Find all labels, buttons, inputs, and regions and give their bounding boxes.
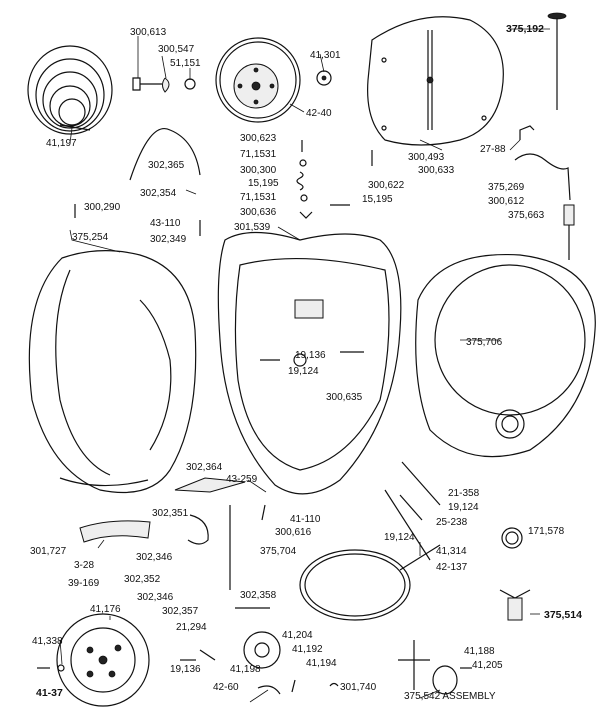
right-rods-parts xyxy=(384,461,441,561)
label-300-633: 300,633 xyxy=(418,165,455,176)
label-41-188: 41,188 xyxy=(464,646,495,657)
label-19-136-a: 19,136 xyxy=(295,350,326,361)
label-41-205: 41,205 xyxy=(472,660,503,671)
label-39-169: 39-169 xyxy=(68,578,100,589)
label-41-338: 41,338 xyxy=(32,636,63,647)
label-300-493: 300,493 xyxy=(408,152,445,163)
label-302-358: 302,358 xyxy=(240,590,277,601)
label-302-349: 302,349 xyxy=(150,234,187,245)
star-nut-part xyxy=(316,70,332,86)
center-frame-part xyxy=(217,231,402,495)
right-cover-part xyxy=(415,253,596,458)
label-375-192: 375,192 xyxy=(506,23,544,35)
lower-small-parts xyxy=(79,477,523,609)
label-19-136-b: 19,136 xyxy=(170,664,201,675)
small-screws-left xyxy=(74,150,373,236)
label-302-351: 302,351 xyxy=(152,508,189,519)
label-71-1531-a: 71,1531 xyxy=(240,149,277,160)
label-42-137: 42-137 xyxy=(436,562,468,573)
label-302-357: 302,357 xyxy=(162,606,199,617)
cable-coil-part xyxy=(299,544,441,621)
bottom-fasteners xyxy=(37,649,472,693)
cam-plate-part xyxy=(243,631,281,695)
label-15-195-a: 15,195 xyxy=(248,178,279,189)
pin-stack-parts xyxy=(296,140,313,219)
label-375-706: 375,706 xyxy=(466,337,503,348)
left-shell-part xyxy=(28,250,197,494)
label-21-294: 21,294 xyxy=(176,622,207,633)
label-300-636: 300,636 xyxy=(240,207,277,218)
label-25-238: 25-238 xyxy=(436,517,468,528)
tubing-part xyxy=(514,153,571,201)
label-15-195-b: 15,195 xyxy=(362,194,393,205)
label-300-623: 300,623 xyxy=(240,133,277,144)
label-171-578: 171,578 xyxy=(528,526,565,537)
label-300-616: 300,616 xyxy=(275,527,312,538)
label-41-176: 41,176 xyxy=(90,604,121,615)
label-41-194: 41,194 xyxy=(306,658,337,669)
label-375-269: 375,269 xyxy=(488,182,525,193)
label-21-358: 21-358 xyxy=(448,488,480,499)
label-300-290: 300,290 xyxy=(84,202,121,213)
label-302-346-a: 302,346 xyxy=(136,552,173,563)
label-302-352: 302,352 xyxy=(124,574,161,585)
label-41-37: 41-37 xyxy=(36,687,63,699)
key-assembly-part xyxy=(398,640,458,695)
label-301-539: 301,539 xyxy=(234,222,271,233)
label-375-704: 375,704 xyxy=(260,546,297,557)
label-300-622: 300,622 xyxy=(368,180,405,191)
label-300-547: 300,547 xyxy=(158,44,195,55)
label-302-364: 302,364 xyxy=(186,462,223,473)
label-375-514: 375,514 xyxy=(544,609,582,621)
label-375-663: 375,663 xyxy=(508,210,545,221)
label-71-1531-b: 71,1531 xyxy=(240,192,277,203)
label-41-314: 41,314 xyxy=(436,546,467,557)
elbow-fitting-part xyxy=(519,125,535,140)
label-3-28: 3-28 xyxy=(74,560,94,571)
label-43-110: 43-110 xyxy=(150,218,181,229)
label-41-192: 41,192 xyxy=(292,644,323,655)
label-375-542-assembly: 375,542 ASSEMBLY xyxy=(404,691,496,702)
cylinder-part xyxy=(563,204,575,260)
label-300-635: 300,635 xyxy=(326,392,363,403)
leader-lines xyxy=(59,28,550,703)
label-19-124-a: 19,124 xyxy=(288,366,319,377)
label-301-740: 301,740 xyxy=(340,682,377,693)
label-300-613: 300,613 xyxy=(130,27,167,38)
label-42-40: 42-40 xyxy=(306,108,332,119)
label-375-254: 375,254 xyxy=(72,232,109,243)
bottom-disc-part xyxy=(56,613,150,707)
label-300-300: 300,300 xyxy=(240,165,277,176)
top-cover-plate xyxy=(367,16,504,146)
bent-wire-part xyxy=(129,128,201,181)
label-41-110: 41-110 xyxy=(290,514,321,525)
label-43-259: 43-259 xyxy=(226,474,258,485)
label-51-151: 51,151 xyxy=(170,58,201,69)
label-41-198: 41,198 xyxy=(230,664,261,675)
label-27-88: 27-88 xyxy=(480,144,506,155)
label-301-727: 301,727 xyxy=(30,546,67,557)
knob-rod-part xyxy=(547,12,567,110)
sprayer-part xyxy=(499,589,531,621)
cone-part xyxy=(27,45,113,135)
screw-cap-parts xyxy=(132,77,196,93)
callout-labels: 300,613 300,547 51,151 41,301 375,192 41… xyxy=(30,23,582,702)
label-41-197: 41,197 xyxy=(46,138,77,149)
label-302-346-b: 302,346 xyxy=(137,592,174,603)
label-19-124-c: 19,124 xyxy=(384,532,415,543)
label-300-612: 300,612 xyxy=(488,196,525,207)
label-302-354: 302,354 xyxy=(140,188,177,199)
disc-wheel-part xyxy=(215,37,301,123)
label-302-365: 302,365 xyxy=(148,160,185,171)
label-41-301: 41,301 xyxy=(310,50,341,61)
label-42-60: 42-60 xyxy=(213,682,239,693)
label-19-124-b: 19,124 xyxy=(448,502,479,513)
label-41-204: 41,204 xyxy=(282,630,313,641)
